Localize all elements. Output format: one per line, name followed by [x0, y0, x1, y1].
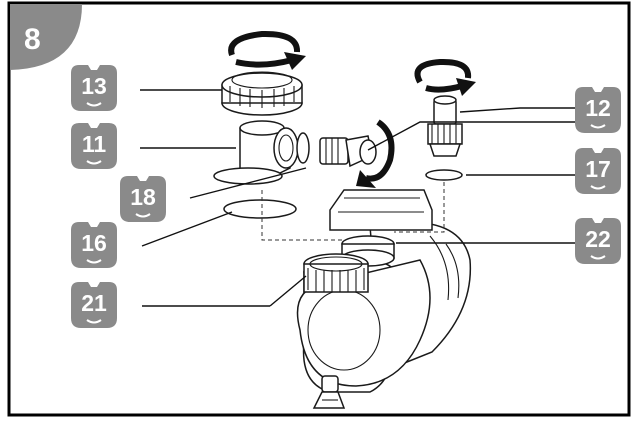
callout-label: 16: [81, 230, 107, 256]
part-18-base-plate: [213, 167, 283, 185]
step-number: 8: [24, 23, 41, 56]
part-threaded-connector: [319, 135, 377, 168]
leader-line-16: [141, 211, 233, 247]
badge-smile-icon: [86, 319, 102, 324]
badge-smile-icon: [590, 124, 606, 129]
callout-21: 21: [71, 282, 117, 328]
callout-12: 12: [575, 87, 621, 133]
part-17-o-ring: [425, 169, 463, 181]
number-badge-icon: [71, 123, 117, 169]
leader-line-12: [459, 107, 578, 113]
callout-18: 18: [120, 176, 166, 222]
callout-16: 16: [71, 222, 117, 268]
part-o-ring-elbow: [296, 132, 310, 164]
callout-label: 22: [585, 226, 611, 252]
pump-body: [296, 189, 472, 409]
badge-smile-icon: [86, 160, 102, 165]
leader-line-18: [189, 167, 307, 199]
number-badge-icon: [120, 176, 166, 222]
number-badge-icon: [575, 148, 621, 194]
step-tab-shape: [10, 4, 82, 70]
number-badge-icon: [575, 218, 621, 264]
callout-11: 11: [71, 123, 117, 169]
rotate-arrow-icon: [228, 30, 306, 70]
callout-label: 11: [82, 131, 107, 157]
number-badge-icon: [71, 65, 117, 111]
callout-22: 22: [575, 218, 621, 264]
badge-smile-icon: [86, 259, 102, 264]
rotate-arrow-icon: [356, 119, 395, 188]
callout-label: 17: [585, 156, 611, 182]
leader-line-21b: [269, 275, 307, 307]
badge-smile-icon: [86, 102, 102, 107]
assembly-guide-line: [394, 182, 445, 233]
callout-label: 12: [585, 95, 611, 121]
badge-smile-icon: [135, 213, 151, 218]
callout-badges: 13 11 18 16 21 12 17 22: [71, 65, 621, 328]
leader-line-12b: [367, 121, 578, 151]
number-badge-icon: [71, 222, 117, 268]
number-badge-icon: [575, 87, 621, 133]
rotate-arrow-icon: [414, 58, 476, 96]
part-13-lid: [221, 71, 303, 116]
part-16-o-ring: [223, 199, 297, 219]
part-12-plug: [427, 95, 463, 157]
badge-smile-icon: [590, 255, 606, 260]
badge-smile-icon: [590, 185, 606, 190]
assembly-guide-line: [261, 190, 344, 241]
callout-13: 13: [71, 65, 117, 111]
callout-label: 13: [81, 73, 107, 99]
callout-17: 17: [575, 148, 621, 194]
number-badge-icon: [71, 282, 117, 328]
callout-label: 21: [81, 290, 107, 316]
callout-label: 18: [130, 184, 156, 210]
step-tab: 8: [10, 4, 82, 70]
